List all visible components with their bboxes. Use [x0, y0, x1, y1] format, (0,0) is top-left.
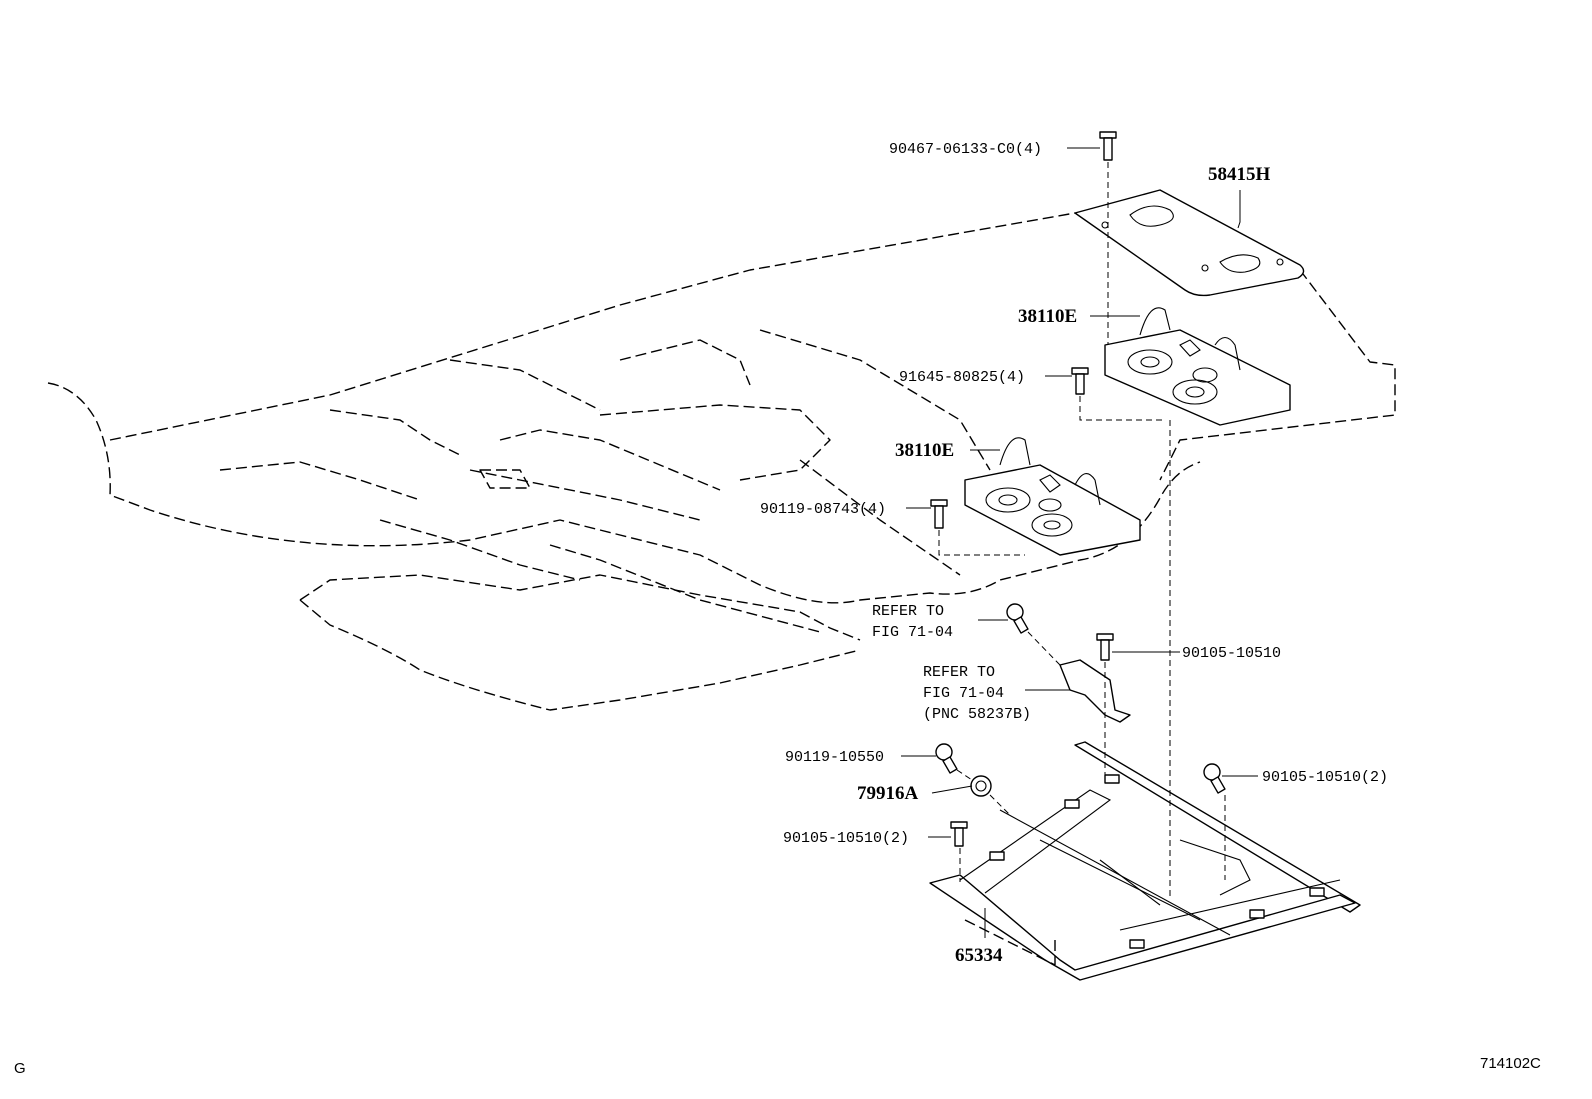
bolt-90105-10510-icon [1096, 633, 1114, 661]
label-fig-71-04-1: FIG 71-04 [872, 624, 953, 641]
bolt-90467-icon [1099, 131, 1117, 161]
bolt-91645-icon [1071, 367, 1089, 395]
corner-code-right: 714102C [1480, 1055, 1541, 1072]
seat-frame-65334 [929, 741, 1361, 981]
label-90105-10510-2-left: 90105-10510(2) [783, 830, 909, 847]
label-58415h: 58415H [1208, 164, 1271, 185]
label-refer-to-2: REFER TO [923, 664, 995, 681]
bolt-90119-08743-icon [930, 499, 948, 529]
label-90467-06133: 90467-06133-C0(4) [889, 141, 1042, 158]
label-90105-10510-2-right: 90105-10510(2) [1262, 769, 1388, 786]
label-90119-10550: 90119-10550 [785, 749, 884, 766]
label-fig-71-04-2: FIG 71-04 [923, 685, 1004, 702]
bolt-refer-icon [1006, 603, 1029, 634]
bolt-90105-left-icon [950, 821, 968, 847]
leader-lines [901, 147, 1258, 938]
seat-adjuster-middle [964, 437, 1141, 556]
bolt-90105-right-icon [1203, 763, 1226, 794]
label-refer-to-1: REFER TO [872, 603, 944, 620]
label-pnc-58237b: (PNC 58237B) [923, 706, 1031, 723]
bracket-58237b [1059, 659, 1131, 723]
label-79916a: 79916A [857, 783, 919, 804]
label-65334: 65334 [955, 945, 1003, 966]
plate-58415h [1074, 189, 1305, 297]
seat-adjuster-upper [1104, 307, 1291, 426]
corner-code-left: G [14, 1060, 26, 1077]
label-90119-08743: 90119-08743(4) [760, 501, 886, 518]
assembly-lines [938, 162, 1226, 898]
grommet-79916a-icon [970, 775, 992, 797]
label-38110e-upper: 38110E [1018, 306, 1077, 327]
label-90105-10510: 90105-10510 [1182, 645, 1281, 662]
bolt-90119-10550-icon [935, 743, 958, 774]
label-38110e-middle: 38110E [895, 440, 954, 461]
label-91645-80825: 91645-80825(4) [899, 369, 1025, 386]
